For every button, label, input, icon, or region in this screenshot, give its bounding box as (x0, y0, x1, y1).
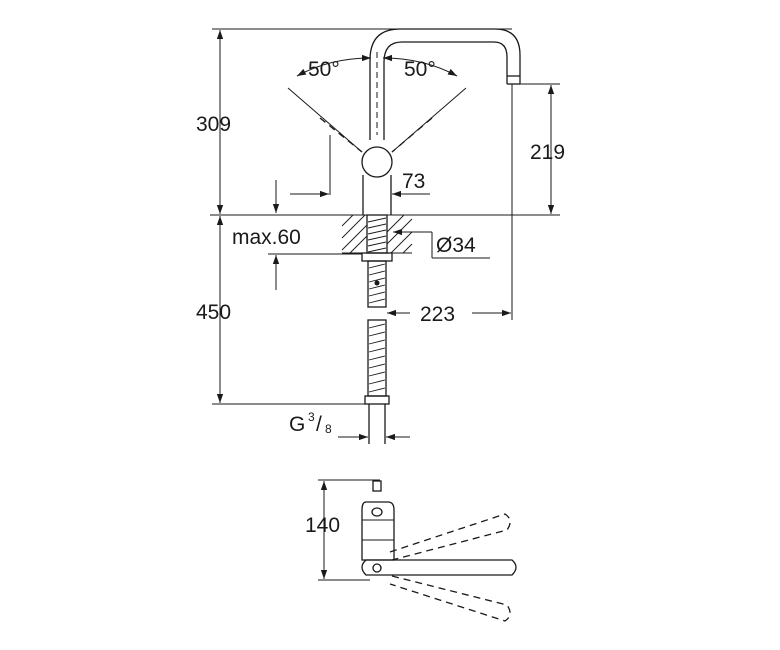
body-top-detail (371, 507, 383, 517)
label-dia34: Ø34 (436, 234, 476, 257)
label-219: 219 (530, 141, 565, 164)
lever-top (361, 559, 517, 576)
swing-dash-left (319, 117, 363, 153)
shank-thread (367, 217, 387, 253)
label-max60: max.60 (232, 226, 301, 249)
lever-pivot (372, 563, 382, 573)
svg-text:/: / (316, 413, 322, 436)
lever-knob (361, 146, 393, 178)
spout-outer (369, 28, 521, 140)
label-g38-base: G (289, 413, 305, 436)
label-g38-num: 3 (308, 410, 315, 424)
spout-top (372, 480, 382, 492)
angle-arc-left (296, 54, 372, 77)
label-309: 309 (196, 113, 231, 136)
spout-inner (383, 41, 508, 140)
lever-swing-down (389, 575, 511, 622)
angle-arc-right (382, 54, 458, 77)
worktop-section (341, 214, 413, 254)
label-450: 450 (196, 301, 231, 324)
supply-hoses (364, 260, 390, 444)
side-view: 309 450 219 50° 50° 73 max.60 Ø34 223 G … (196, 28, 565, 444)
label-angle-right: 50° (404, 58, 436, 81)
swing-dash-right (391, 117, 433, 153)
label-g38-den: 8 (325, 422, 332, 436)
top-view: 140 (305, 479, 517, 622)
fixing-nut (361, 252, 393, 262)
label-g38: G 3 / 8 (289, 410, 332, 436)
body-top (361, 501, 395, 561)
label-223: 223 (420, 303, 455, 326)
label-angle-left: 50° (308, 58, 340, 81)
label-73: 73 (402, 170, 425, 193)
label-140: 140 (305, 514, 340, 537)
lever-swing-up (389, 513, 511, 561)
